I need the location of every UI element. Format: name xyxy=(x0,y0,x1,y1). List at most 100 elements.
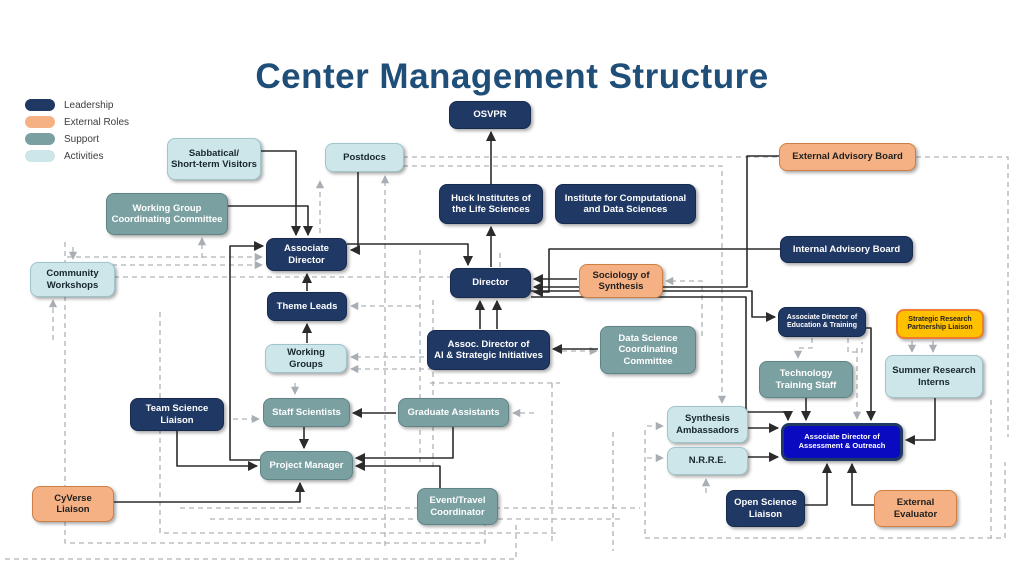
legend-label: Leadership xyxy=(64,99,114,111)
solid-connector xyxy=(261,150,302,237)
legend-label: Activities xyxy=(64,150,104,162)
solid-connector xyxy=(532,248,780,298)
internal-advisory-board-label: Internal Advisory Board xyxy=(792,243,901,255)
legend: Leadership External Roles Support Activi… xyxy=(25,98,129,166)
dashed-connector xyxy=(64,242,486,544)
synthesis-ambassadors-label: Synthesis Ambassadors xyxy=(676,413,739,436)
strategic-research-partnership-liaison-label: Strategic Research Partnership Liaison xyxy=(907,315,973,331)
solid-connector xyxy=(354,460,441,488)
external-roles-swatch xyxy=(25,116,55,128)
page-title: Center Management Structure xyxy=(255,57,769,97)
solid-connector xyxy=(865,327,877,422)
director-box: Director xyxy=(450,268,531,298)
legend-label: External Roles xyxy=(64,116,130,128)
assoc-director-ai-strategic-label: Assoc. Director of AI & Strategic Initia… xyxy=(434,338,543,361)
assoc-director-education-training-label: Associate Director of Education & Traini… xyxy=(786,313,858,329)
assoc-director-assessment-outreach-box: Associate Director of Assessment & Outre… xyxy=(781,423,903,461)
sabbatical-visitors-box: Sabbatical/ Short-term Visitors xyxy=(167,138,261,180)
osvpr-box: OSVPR xyxy=(449,101,531,129)
icds-label: Institute for Computational and Data Sci… xyxy=(564,192,687,215)
dashed-connector xyxy=(403,156,1009,437)
summer-research-interns-box: Summer Research Interns xyxy=(885,355,983,398)
event-travel-coordinator-label: Event/Travel Coordinator xyxy=(429,495,486,518)
postdocs-box: Postdocs xyxy=(325,143,404,172)
sociology-of-synthesis-box: Sociology of Synthesis xyxy=(579,264,663,298)
dashed-connector xyxy=(847,338,863,353)
solid-connector xyxy=(176,431,259,472)
solid-connector xyxy=(904,398,936,446)
leadership-swatch xyxy=(25,99,55,111)
dashed-connector xyxy=(644,430,1006,539)
dashed-connector xyxy=(159,312,556,534)
legend-item-support: Support xyxy=(25,132,129,146)
project-manager-label: Project Manager xyxy=(269,459,344,471)
internal-advisory-board-box: Internal Advisory Board xyxy=(780,236,913,263)
sabbatical-visitors-label: Sabbatical/ Short-term Visitors xyxy=(171,147,257,170)
working-group-coordinating-committee-box: Working Group Coordinating Committee xyxy=(106,193,228,235)
cyverse-liaison-box: CyVerse Liaison xyxy=(32,486,114,522)
assoc-director-ai-strategic-box: Assoc. Director of AI & Strategic Initia… xyxy=(427,330,550,370)
working-group-coordinating-committee-label: Working Group Coordinating Committee xyxy=(111,202,223,225)
solid-connector xyxy=(354,427,454,464)
activities-swatch xyxy=(25,150,55,162)
huck-institutes-box: Huck Institutes of the Life Sciences xyxy=(439,184,543,224)
summer-research-interns-label: Summer Research Interns xyxy=(892,365,976,388)
solid-connector xyxy=(114,481,306,503)
icds-box: Institute for Computational and Data Sci… xyxy=(555,184,696,224)
solid-connector xyxy=(846,462,874,506)
solid-connector xyxy=(347,243,474,267)
open-science-liaison-label: Open Science Liaison xyxy=(734,497,797,520)
open-science-liaison-box: Open Science Liaison xyxy=(726,490,805,527)
team-science-liaison-label: Team Science Liaison xyxy=(145,403,209,426)
associate-director-box: Associate Director xyxy=(266,238,347,271)
event-travel-coordinator-box: Event/Travel Coordinator xyxy=(417,488,498,525)
external-advisory-board-box: External Advisory Board xyxy=(779,143,916,171)
solid-connector xyxy=(229,240,265,461)
huck-institutes-label: Huck Institutes of the Life Sciences xyxy=(451,192,531,215)
graduate-assistants-box: Graduate Assistants xyxy=(398,398,509,427)
nrre-box: N.R.R.E. xyxy=(667,447,748,475)
external-advisory-board-label: External Advisory Board xyxy=(792,151,903,163)
project-manager-box: Project Manager xyxy=(260,451,353,480)
assoc-director-assessment-outreach-label: Associate Director of Assessment & Outre… xyxy=(798,432,886,450)
data-science-coordinating-committee-box: Data Science Coordinating Committee xyxy=(600,326,696,374)
legend-item-external-roles: External Roles xyxy=(25,115,129,129)
synthesis-ambassadors-box: Synthesis Ambassadors xyxy=(667,406,748,443)
osvpr-label: OSVPR xyxy=(473,109,507,121)
legend-item-activities: Activities xyxy=(25,149,129,163)
dashed-connector xyxy=(793,338,813,359)
assoc-director-education-training-box: Associate Director of Education & Traini… xyxy=(778,307,866,337)
cyverse-liaison-label: CyVerse Liaison xyxy=(54,492,92,515)
solid-connector xyxy=(228,205,314,237)
dashed-connector xyxy=(114,251,501,278)
legend-item-leadership: Leadership xyxy=(25,98,129,112)
support-swatch xyxy=(25,133,55,145)
working-groups-box: Working Groups xyxy=(265,344,347,373)
community-workshops-label: Community Workshops xyxy=(46,268,99,291)
data-science-coordinating-committee-label: Data Science Coordinating Committee xyxy=(618,333,678,367)
solid-connector xyxy=(805,462,833,506)
external-evaluator-label: External Evaluator xyxy=(893,497,938,520)
graduate-assistants-label: Graduate Assistants xyxy=(407,406,500,418)
staff-scientists-label: Staff Scientists xyxy=(272,406,341,418)
theme-leads-label: Theme Leads xyxy=(276,300,338,312)
dashed-connector xyxy=(5,524,517,560)
technology-training-staff-label: Technology Training Staff xyxy=(775,368,837,391)
community-workshops-box: Community Workshops xyxy=(30,262,115,297)
solid-connector xyxy=(349,172,360,256)
legend-label: Support xyxy=(64,133,100,145)
theme-leads-box: Theme Leads xyxy=(267,292,347,321)
dashed-connector xyxy=(403,165,727,404)
sociology-of-synthesis-label: Sociology of Synthesis xyxy=(592,269,650,292)
technology-training-staff-box: Technology Training Staff xyxy=(759,361,853,398)
associate-director-label: Associate Director xyxy=(284,243,329,266)
external-evaluator-box: External Evaluator xyxy=(874,490,957,527)
director-label: Director xyxy=(472,277,509,289)
dashed-connector xyxy=(665,276,703,336)
working-groups-label: Working Groups xyxy=(287,347,325,370)
team-science-liaison-box: Team Science Liaison xyxy=(130,398,224,431)
postdocs-label: Postdocs xyxy=(343,151,386,163)
staff-scientists-box: Staff Scientists xyxy=(263,398,350,427)
